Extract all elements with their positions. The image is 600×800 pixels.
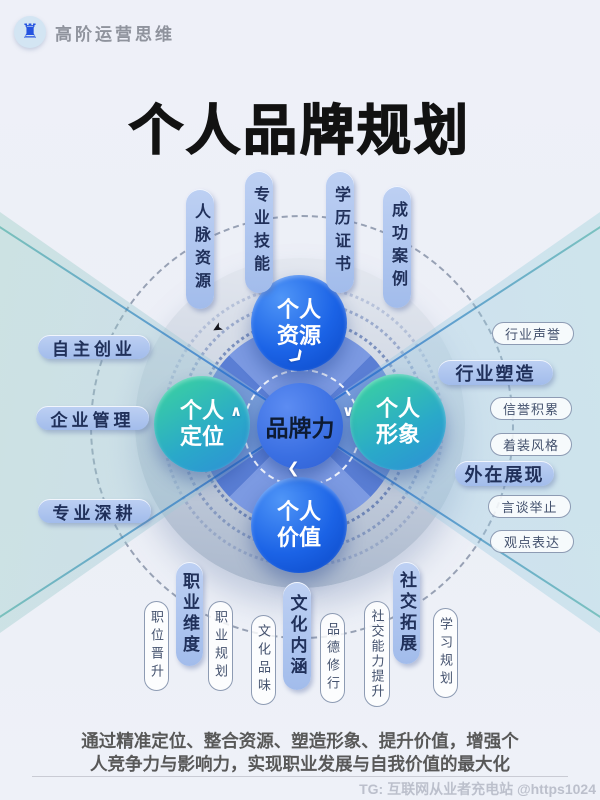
tag-career-dimension: 职业维度 [176, 562, 203, 666]
tag-cultural-taste: 文化品味 [251, 615, 276, 705]
tag-career-planning: 职业规划 [208, 601, 233, 691]
tag-success-cases: 成功案例 [383, 186, 411, 308]
node-brand-power: 品牌力 [257, 383, 343, 469]
node-personal-value: 个人 价值 [251, 477, 347, 573]
tag-credit-accumulation: 信誉积累 [490, 397, 572, 420]
tag-speech-manner: 言谈举止 [488, 495, 571, 518]
page-title: 个人品牌规划 [128, 100, 471, 162]
footer-divider [32, 776, 568, 777]
chevron-up-icon: ∧ [230, 403, 243, 420]
tag-outward-presentation: 外在展现 [455, 461, 554, 486]
summary-text: 通过精准定位、整合资源、塑造形象、提升价值，增强个 人竞争力与影响力，实现职业发… [30, 730, 570, 776]
tag-professional-depth: 专业深耕 [38, 499, 151, 523]
tag-moral-cultivation: 品德修行 [320, 613, 345, 703]
tag-social-skill-improvement: 社交能力提升 [364, 601, 390, 707]
tag-self-entrepreneurship: 自主创业 [38, 335, 150, 359]
brand-logo: ♜ [14, 16, 46, 48]
rook-icon: ♜ [21, 21, 39, 43]
tag-corporate-management: 企业管理 [36, 406, 149, 430]
node-personal-positioning: 个人 定位 [154, 376, 250, 472]
chevron-left-icon: ❮ [287, 460, 300, 477]
node-personal-resources: 个人 资源 [251, 275, 347, 371]
tag-education-certificates: 学历证书 [326, 171, 354, 293]
summary-line-1: 通过精准定位、整合资源、塑造形象、提升价值，增强个 [81, 731, 519, 751]
tag-dress-style: 着装风格 [490, 433, 572, 456]
watermark-text: TG: 互联网从业者充电站 @https1024 [359, 781, 596, 797]
brand-header: ♜ 高阶运营思维 [14, 16, 175, 48]
tag-position-promotion: 职位晋升 [144, 601, 169, 691]
node-personal-image: 个人 形象 [350, 374, 446, 470]
brand-name: 高阶运营思维 [55, 24, 175, 44]
tag-network-resources: 人脉资源 [186, 189, 214, 309]
tag-industry-reputation: 行业声誉 [492, 322, 574, 345]
tag-viewpoint-expression: 观点表达 [490, 530, 574, 553]
tag-learning-plan: 学习规划 [433, 608, 458, 698]
tag-cultural-depth: 文化内涵 [283, 582, 311, 690]
tag-professional-skills: 专业技能 [245, 171, 273, 293]
tag-social-expansion: 社交拓展 [393, 562, 420, 664]
chevron-down-icon: ∨ [342, 403, 355, 420]
tag-industry-shaping: 行业塑造 [438, 360, 553, 385]
summary-line-2: 人竞争力与影响力，实现职业发展与自我价值的最大化 [90, 754, 510, 775]
